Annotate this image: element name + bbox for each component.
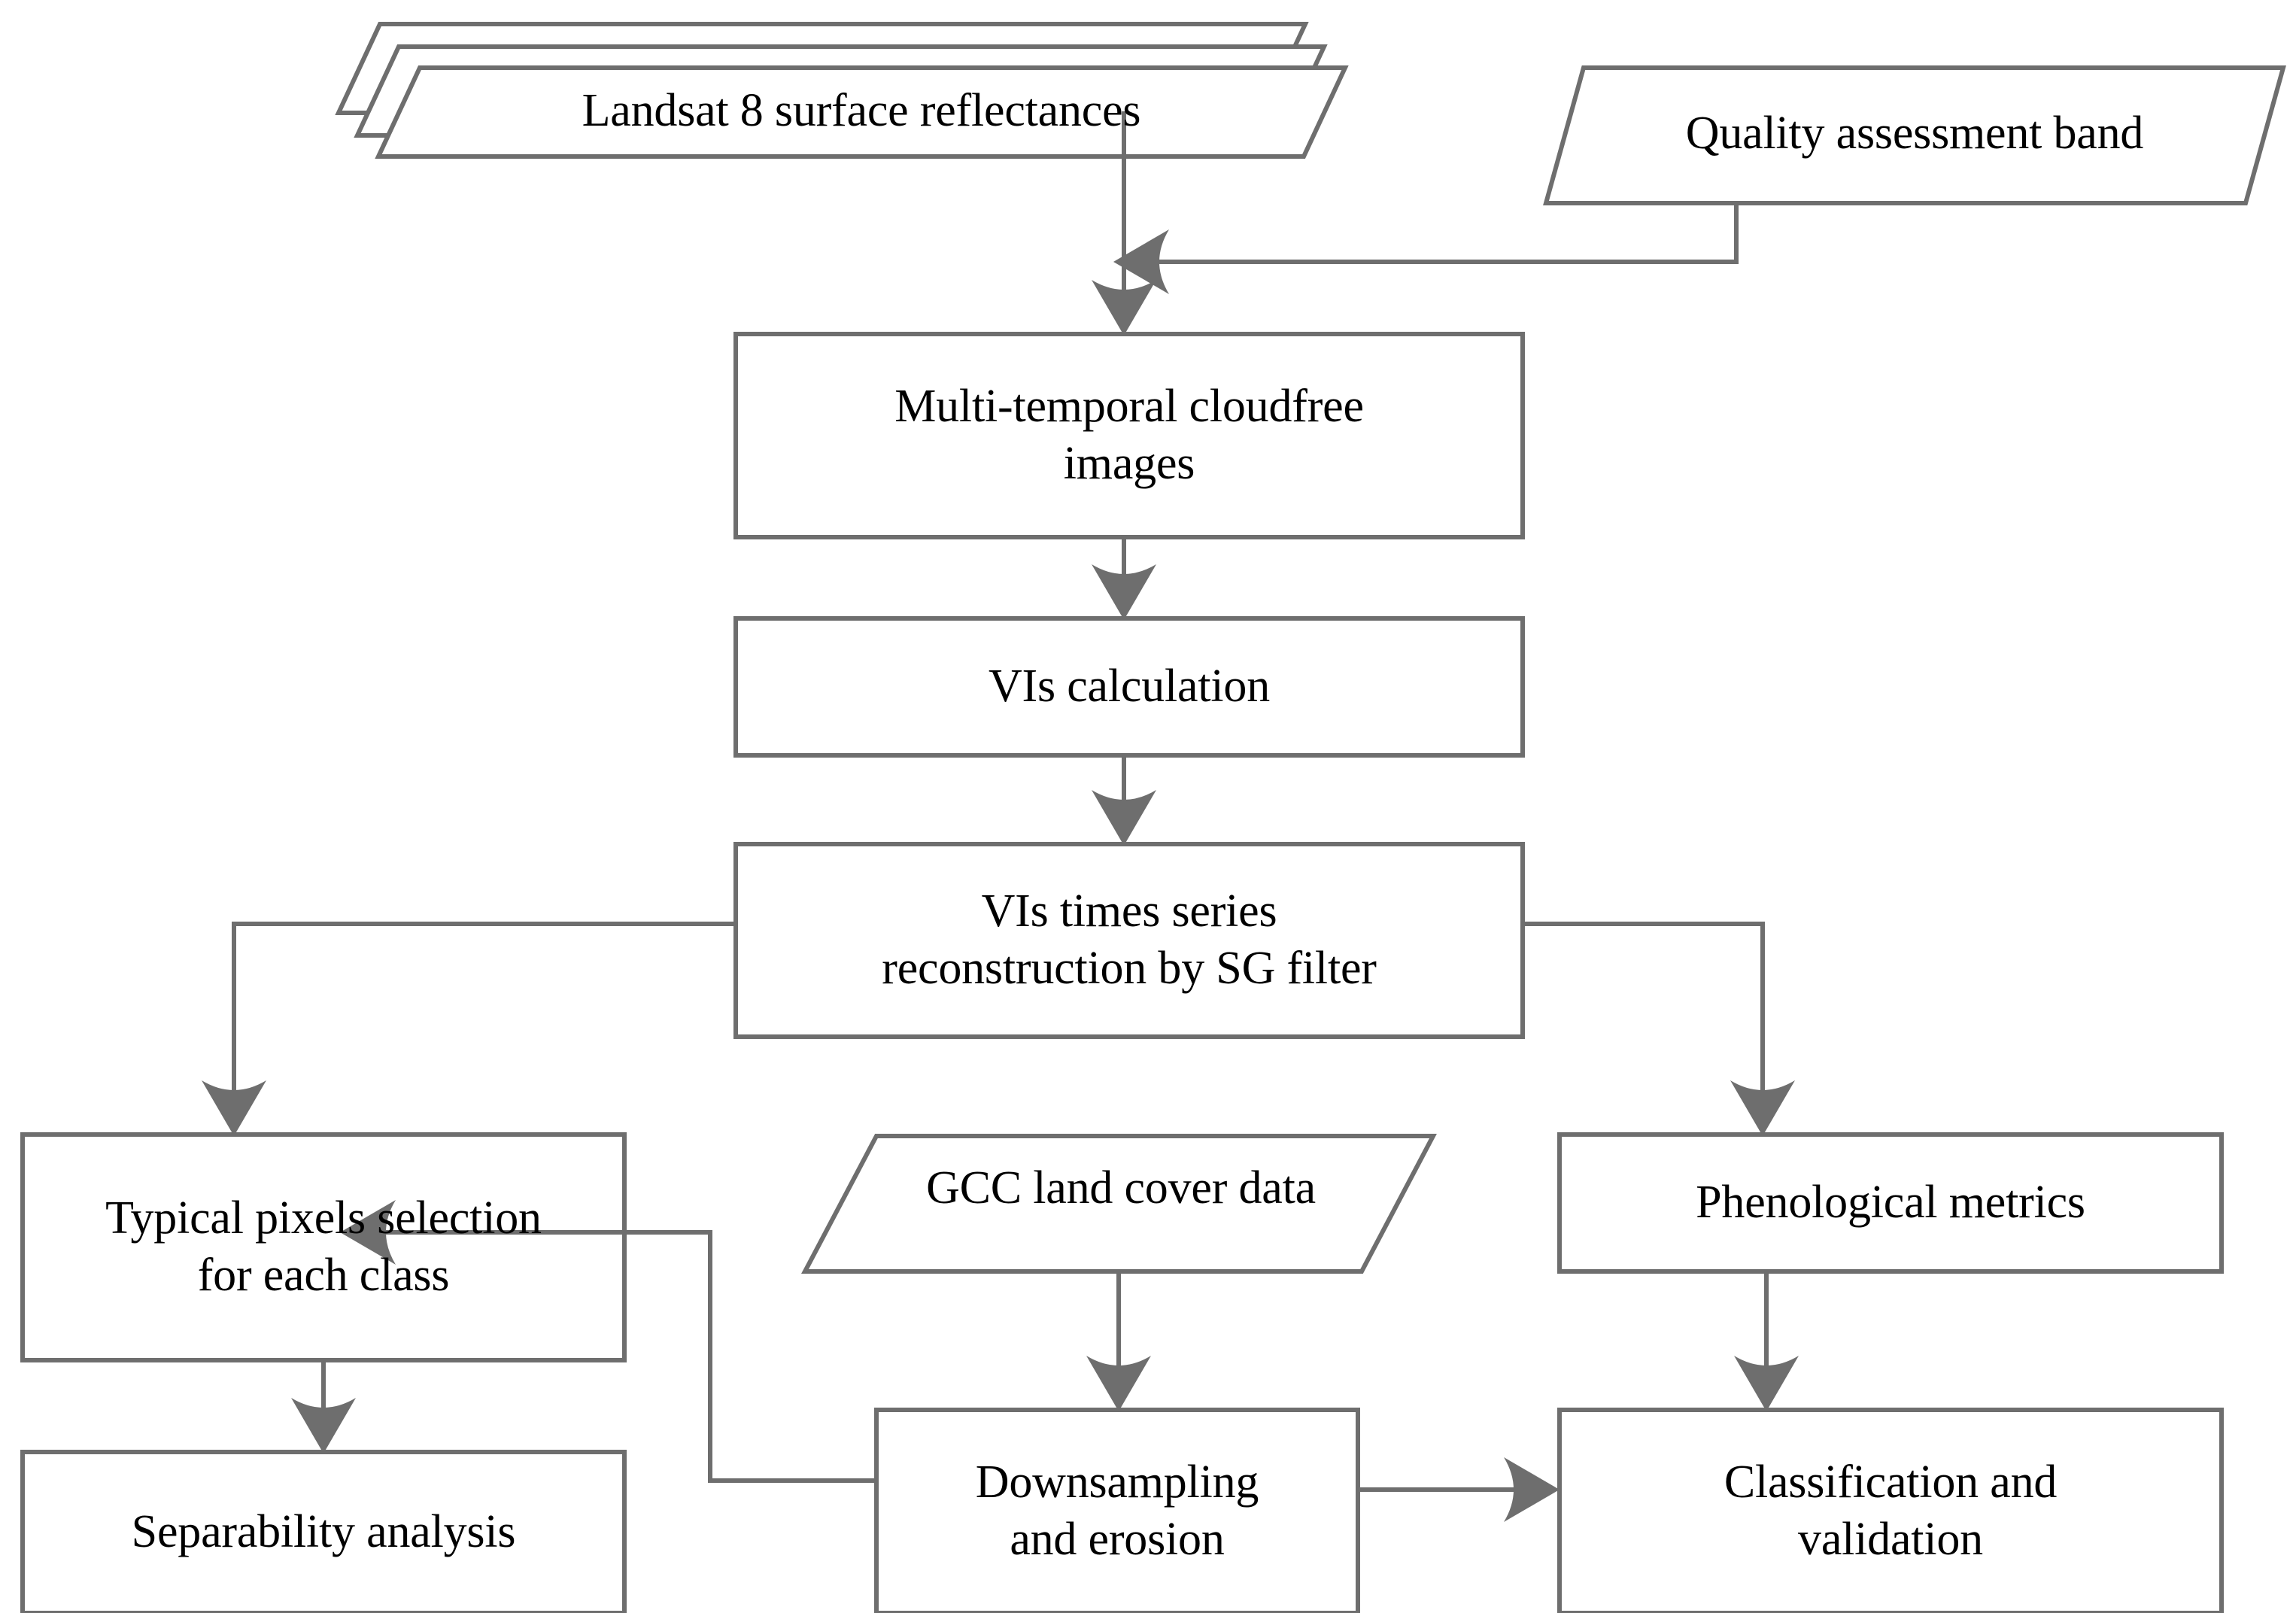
node-landsat[interactable] bbox=[378, 24, 1345, 156]
edge-reconstruction-to-typical bbox=[232, 922, 736, 1127]
edge-downsampling-to-typical bbox=[369, 1230, 876, 1483]
arrowhead-reconstruction-to-typical bbox=[202, 1080, 266, 1136]
node-typical-pixels[interactable] bbox=[23, 1135, 624, 1360]
arrowhead-typical-to-separability bbox=[291, 1398, 356, 1454]
vis-reconstruction-box bbox=[733, 842, 1525, 1039]
separability-box bbox=[20, 1450, 627, 1613]
arrowhead-gcc-to-downsampling bbox=[1086, 1356, 1151, 1411]
node-separability[interactable] bbox=[23, 1452, 624, 1613]
classification-box bbox=[1557, 1408, 2224, 1613]
downsampling-box bbox=[874, 1408, 1360, 1613]
node-phenological-metrics[interactable] bbox=[1560, 1135, 2222, 1271]
vis-calculation-box bbox=[733, 616, 1525, 758]
node-classification[interactable] bbox=[1560, 1410, 2222, 1613]
edge-reconstruction-to-phenological bbox=[1523, 922, 1765, 1127]
qa-band-shape bbox=[1543, 65, 2286, 205]
arrowhead-downsampling-to-typical bbox=[340, 1200, 396, 1265]
node-cloudfree[interactable] bbox=[736, 334, 1523, 537]
edge-qa-to-junction bbox=[1143, 203, 1739, 264]
arrowhead-reconstruction-to-phenological bbox=[1730, 1080, 1795, 1136]
node-gcc-land-cover[interactable] bbox=[805, 1136, 1433, 1271]
phenological-metrics-box bbox=[1557, 1132, 2224, 1274]
arrowhead-landsat-to-cloudfree bbox=[1092, 280, 1156, 336]
landsat-front-shape bbox=[375, 65, 1349, 159]
node-downsampling[interactable] bbox=[876, 1410, 1358, 1613]
cloudfree-box bbox=[733, 332, 1525, 539]
node-vis-calculation[interactable] bbox=[736, 618, 1523, 755]
node-vis-reconstruction[interactable] bbox=[736, 844, 1523, 1037]
arrowhead-qa-to-junction bbox=[1113, 229, 1169, 294]
gcc-land-cover-shape bbox=[801, 1134, 1437, 1274]
arrowhead-cloudfree-to-vis bbox=[1092, 564, 1156, 620]
arrowhead-phenological-to-classification bbox=[1734, 1356, 1799, 1411]
arrowhead-vis-to-reconstruction bbox=[1092, 790, 1156, 846]
node-qa-band[interactable] bbox=[1546, 68, 2283, 203]
arrowhead-downsampling-to-classification bbox=[1504, 1457, 1560, 1522]
